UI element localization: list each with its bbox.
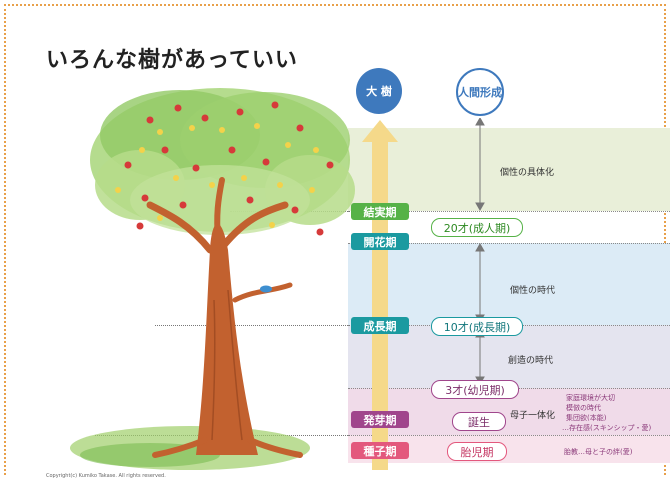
fetal-pill: 胎児期	[447, 442, 507, 461]
stage-fruiting: 結実期	[351, 203, 409, 220]
note-prenatal: 胎教…母と子の絆(愛)	[564, 448, 633, 456]
period-individuality-label: 個性の時代	[510, 286, 556, 296]
period-mother-child-label: 母子一体化	[510, 411, 556, 421]
note-group-desire: 集団欲(本能)	[566, 414, 607, 422]
stage-flowering: 開花期	[351, 233, 409, 250]
tree-guide-line	[155, 325, 350, 326]
stage-seed: 種子期	[351, 442, 409, 459]
birth-pill: 誕生	[452, 412, 506, 431]
age-20-pill: 20才(成人期)	[431, 218, 523, 237]
note-presence: …存在感(スキンシップ・愛)	[562, 424, 652, 432]
period-creation-label: 創造の時代	[508, 356, 554, 366]
human-formation-circle: 人間形成	[456, 68, 504, 116]
stage-sprouting: 発芽期	[351, 411, 409, 428]
divider-line	[348, 435, 670, 436]
stage-growth: 成長期	[351, 317, 409, 334]
dotted-border-left	[4, 4, 6, 475]
age-3-pill: 3才(幼児期)	[431, 380, 519, 399]
span-arrows	[475, 118, 485, 386]
copyright-text: Copyright(c) Kumiko Takase. All rights r…	[46, 473, 166, 479]
note-family-environment: 家庭環境が大切	[566, 394, 615, 402]
period-concrete-label: 個性の具体化	[500, 168, 555, 178]
band-concrete	[348, 128, 670, 211]
tree-header-circle: 大 樹	[356, 68, 402, 114]
band-individuality	[348, 243, 670, 325]
page-title: いろんな樹があっていい	[46, 48, 298, 73]
note-imitation: 模倣の時代	[566, 404, 601, 412]
age-10-pill: 10才(成長期)	[431, 317, 523, 336]
divider-line	[348, 211, 670, 212]
dotted-border-top	[4, 4, 666, 6]
growth-arrow	[362, 120, 398, 470]
dotted-border-right	[664, 4, 666, 475]
divider-line	[348, 243, 670, 244]
